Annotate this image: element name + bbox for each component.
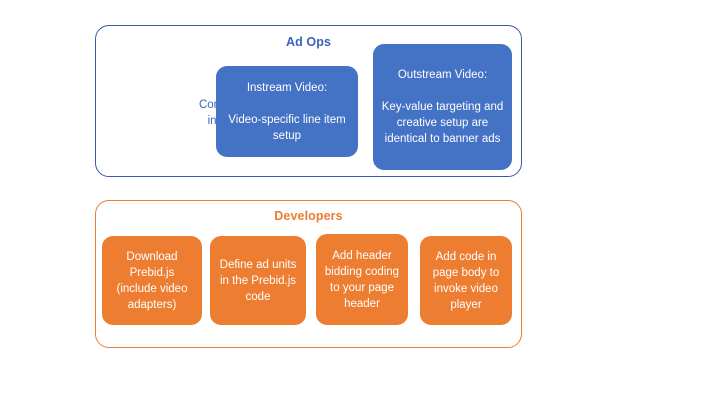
node-download-prebid-body: Download Prebid.js (include video adapte… bbox=[116, 250, 188, 311]
group-ad-ops-title: Ad Ops bbox=[285, 35, 332, 49]
node-add-page-body-code: Add code in page body to invoke video pl… bbox=[420, 236, 512, 325]
node-outstream-video-body: Key-value targeting and creative setup a… bbox=[381, 101, 504, 145]
node-define-ad-units-body: Define ad units in the Prebid.js code bbox=[219, 258, 297, 303]
node-instream-video-body: Video-specific line item setup bbox=[228, 113, 346, 142]
node-outstream-video-heading: Outstream Video: bbox=[397, 69, 488, 81]
node-add-header-bidding: Add header bidding coding to your page h… bbox=[316, 234, 408, 325]
node-instream-video: Instream Video: Video-specific line item… bbox=[216, 66, 358, 157]
node-add-page-body-code-body: Add code in page body to invoke video pl… bbox=[432, 250, 500, 311]
node-instream-video-heading: Instream Video: bbox=[246, 81, 328, 94]
node-add-header-bidding-body: Add header bidding coding to your page h… bbox=[324, 249, 400, 310]
node-define-ad-units: Define ad units in the Prebid.js code bbox=[210, 236, 306, 325]
group-developers-title: Developers bbox=[274, 209, 343, 223]
node-download-prebid: Download Prebid.js (include video adapte… bbox=[102, 236, 202, 325]
node-outstream-video: Outstream Video: Key-value targeting and… bbox=[373, 44, 512, 170]
